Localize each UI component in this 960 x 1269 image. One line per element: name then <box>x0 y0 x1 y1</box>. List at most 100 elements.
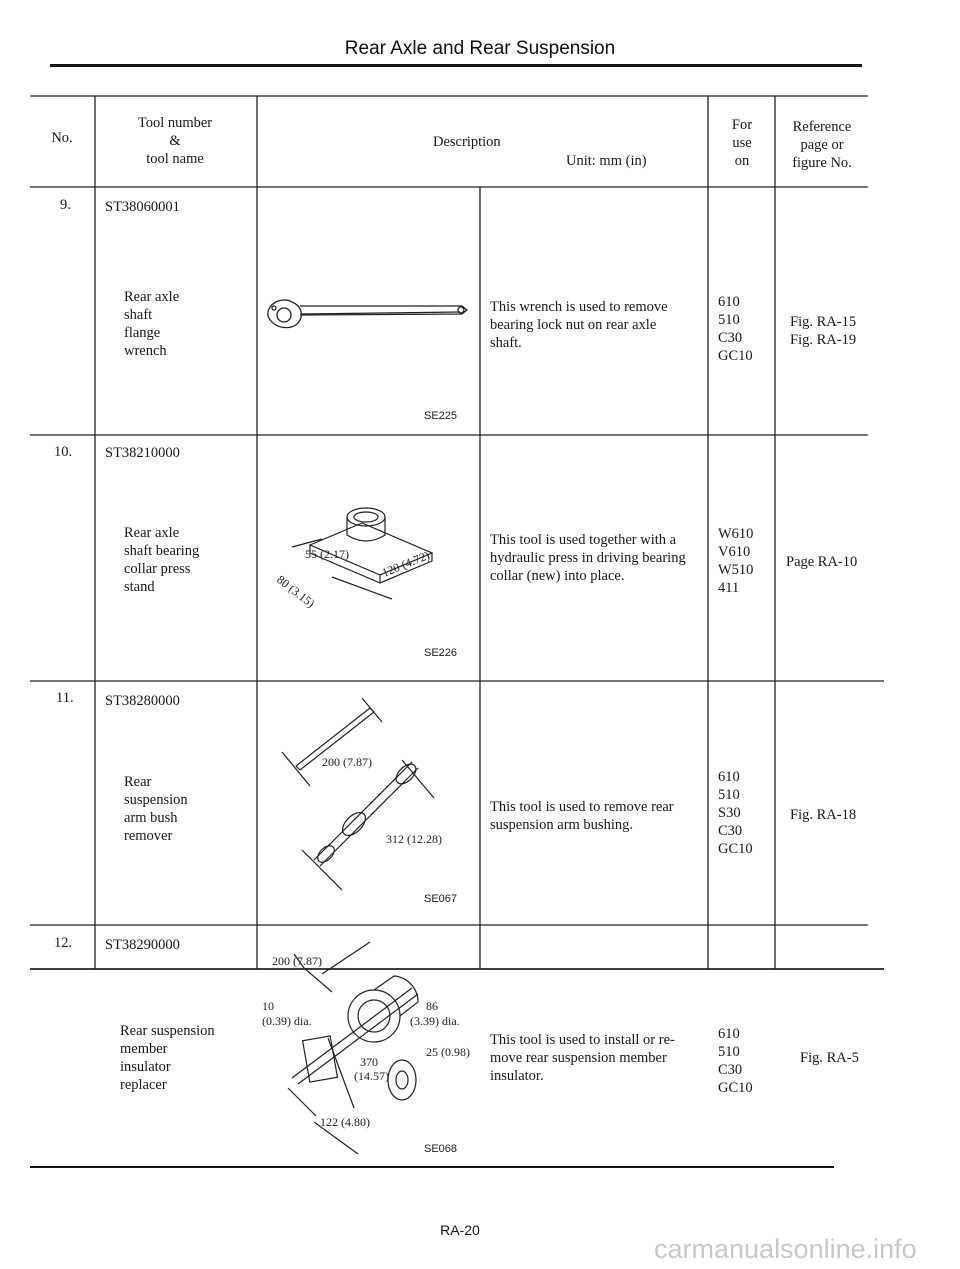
tool-name-line: collar press <box>124 561 191 577</box>
description-line: This wrench is used to remove <box>490 299 668 315</box>
description-line: This tool is used to remove rear <box>490 799 674 815</box>
reference: Page RA-10 <box>786 553 857 571</box>
model-code: V610 <box>718 544 751 560</box>
description: This tool is used to remove rear suspens… <box>490 798 674 834</box>
tool-name-line: Rear axle <box>124 525 180 541</box>
reference-line: Page RA-10 <box>786 554 858 570</box>
figure-code: SE225 <box>424 410 458 422</box>
for-use-models: 610 510 C30 GC10 <box>718 293 753 365</box>
tool-name-line: stand <box>124 579 155 595</box>
reference: Fig. RA-18 <box>790 806 856 824</box>
dimension-label: 370 <box>360 1055 378 1069</box>
dimension-label: (3.39) dia. <box>410 1014 460 1028</box>
description-line: move rear suspension member <box>490 1050 667 1066</box>
description: This tool is used to install or re- move… <box>490 1031 675 1085</box>
tool-name-line: remover <box>124 828 173 844</box>
tool-number: ST38210000 <box>105 445 180 461</box>
header-description: Description <box>433 134 501 150</box>
tool-number: ST38290000 <box>105 937 180 953</box>
tool-name-line: insulator <box>120 1059 171 1075</box>
model-code: 610 <box>718 1026 740 1042</box>
description: This tool is used together with a hydrau… <box>490 531 686 585</box>
header-for-use-line: For <box>731 117 753 133</box>
header-reference-line: Reference <box>792 119 852 135</box>
model-code: S30 <box>718 805 741 821</box>
for-use-models: 610 510 C30 GC10 <box>718 1025 753 1097</box>
dimension-label: (14.57) <box>354 1069 389 1083</box>
footer-rule <box>30 1166 834 1168</box>
model-code: C30 <box>718 823 743 839</box>
dimension-label: 55 (2.17) <box>305 547 349 561</box>
tool-name: Rear suspension arm bush remover <box>124 773 188 845</box>
row-number: 10. <box>54 444 73 460</box>
description-line: bearing lock nut on rear axle <box>490 317 657 333</box>
header-unit: Unit: mm (in) <box>566 153 647 169</box>
description-line: This tool is used to install or re- <box>490 1032 675 1048</box>
for-use-models: W610 V610 W510 411 <box>718 525 753 597</box>
header-for-use: For use on <box>712 116 772 170</box>
description-line: suspension arm bushing. <box>490 817 633 833</box>
header-tool-line: Tool number <box>137 115 213 131</box>
dimension-label: 86 <box>426 999 438 1013</box>
header-no: No. <box>51 130 73 146</box>
figure-code: SE226 <box>424 647 458 659</box>
dimension-label: (0.39) dia. <box>262 1014 312 1028</box>
dimension-label: 122 (4.80) <box>320 1115 370 1129</box>
model-code: 411 <box>718 580 740 596</box>
header-reference-line: page or <box>800 137 844 153</box>
tool-name-line: shaft <box>124 307 153 323</box>
tool-name: Rear suspension member insulator replace… <box>120 1022 215 1094</box>
row-number: 11. <box>56 690 74 706</box>
page-number: RA-20 <box>440 1222 480 1238</box>
tool-name-line: suspension <box>124 792 188 808</box>
tool-name-line: flange <box>124 325 161 341</box>
header-rule <box>50 64 862 67</box>
tool-name-line: shaft bearing <box>124 543 200 559</box>
header-for-use-line: use <box>732 135 752 151</box>
model-code: W510 <box>718 562 754 578</box>
figure-code: SE067 <box>424 893 458 905</box>
dimension-label: 200 (7.87) <box>322 755 372 769</box>
reference-line: Fig. RA-5 <box>800 1050 859 1066</box>
flange-wrench-illustration <box>267 299 469 329</box>
model-code: 610 <box>718 769 740 785</box>
tool-name-line: wrench <box>124 343 167 359</box>
model-code: GC10 <box>718 1080 753 1096</box>
tool-name-line: Rear <box>124 774 152 790</box>
for-use-models: 610 510 S30 C30 GC10 <box>718 768 753 858</box>
reference-line: Fig. RA-19 <box>790 332 857 348</box>
bush-remover-illustration: 200 (7.87) 312 (12.28) <box>281 697 442 891</box>
figure-code: SE068 <box>424 1143 458 1155</box>
model-code: 510 <box>718 312 740 328</box>
model-code: GC10 <box>718 841 753 857</box>
tool-number: ST38060001 <box>105 199 180 215</box>
model-code: 510 <box>718 1044 740 1060</box>
model-code: C30 <box>718 1062 743 1078</box>
model-code: 510 <box>718 787 740 803</box>
reference-line: Fig. RA-18 <box>790 807 857 823</box>
tool-name: Rear axle shaft bearing collar press sta… <box>124 524 199 596</box>
header-tool: Tool number & tool name <box>100 114 250 168</box>
dimension-label: 200 (7.87) <box>272 954 322 968</box>
description: This wrench is used to remove bearing lo… <box>490 298 668 352</box>
insulator-replacer-illustration: 200 (7.87) 10 (0.39) dia. 86 (3.39) dia.… <box>262 941 470 1155</box>
reference: Fig. RA-15 Fig. RA-19 <box>790 313 856 349</box>
tool-name: Rear axle shaft flange wrench <box>124 288 179 360</box>
tool-name-line: arm bush <box>124 810 178 826</box>
description-line: collar (new) into place. <box>490 568 625 584</box>
row-number: 12. <box>54 935 73 951</box>
reference: Fig. RA-5 <box>800 1049 859 1067</box>
tool-name-line: Rear suspension <box>120 1023 215 1039</box>
row-number: 9. <box>60 197 71 213</box>
description-line: insulator. <box>490 1068 544 1084</box>
model-code: W610 <box>718 526 754 542</box>
description-line: This tool is used together with a <box>490 532 677 548</box>
model-code: C30 <box>718 330 743 346</box>
dimension-label: 10 <box>262 999 274 1013</box>
header-tool-line: & <box>169 133 181 149</box>
dimension-label: 25 (0.98) <box>426 1045 470 1059</box>
description-line: hydraulic press in driving bearing <box>490 550 686 566</box>
watermark: carmanualsonline.info <box>654 1234 917 1264</box>
press-stand-illustration: 55 (2.17) 120 (4.72) 80 (3.15) <box>274 507 434 610</box>
